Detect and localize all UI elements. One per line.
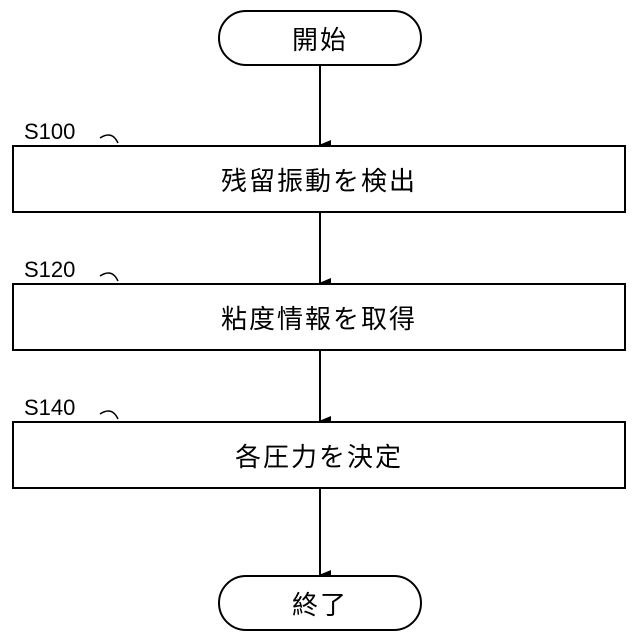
leader-s100 — [100, 135, 118, 143]
process-label-s120: 粘度情報を取得 — [221, 299, 417, 336]
process-box-s140: 各圧力を決定 — [12, 421, 626, 489]
process-box-s100: 残留振動を検出 — [12, 145, 626, 213]
start-label: 開始 — [292, 20, 348, 57]
end-terminal: 終了 — [218, 575, 422, 631]
leader-s120 — [100, 273, 118, 281]
process-box-s120: 粘度情報を取得 — [12, 283, 626, 351]
leader-s140 — [100, 411, 118, 419]
start-terminal: 開始 — [218, 10, 422, 66]
end-label: 終了 — [292, 585, 348, 622]
process-label-s140: 各圧力を決定 — [235, 437, 403, 474]
step-id-s120: S120 — [24, 259, 75, 281]
process-label-s100: 残留振動を検出 — [221, 161, 417, 198]
step-id-s140: S140 — [24, 397, 75, 419]
step-id-s100: S100 — [24, 121, 75, 143]
